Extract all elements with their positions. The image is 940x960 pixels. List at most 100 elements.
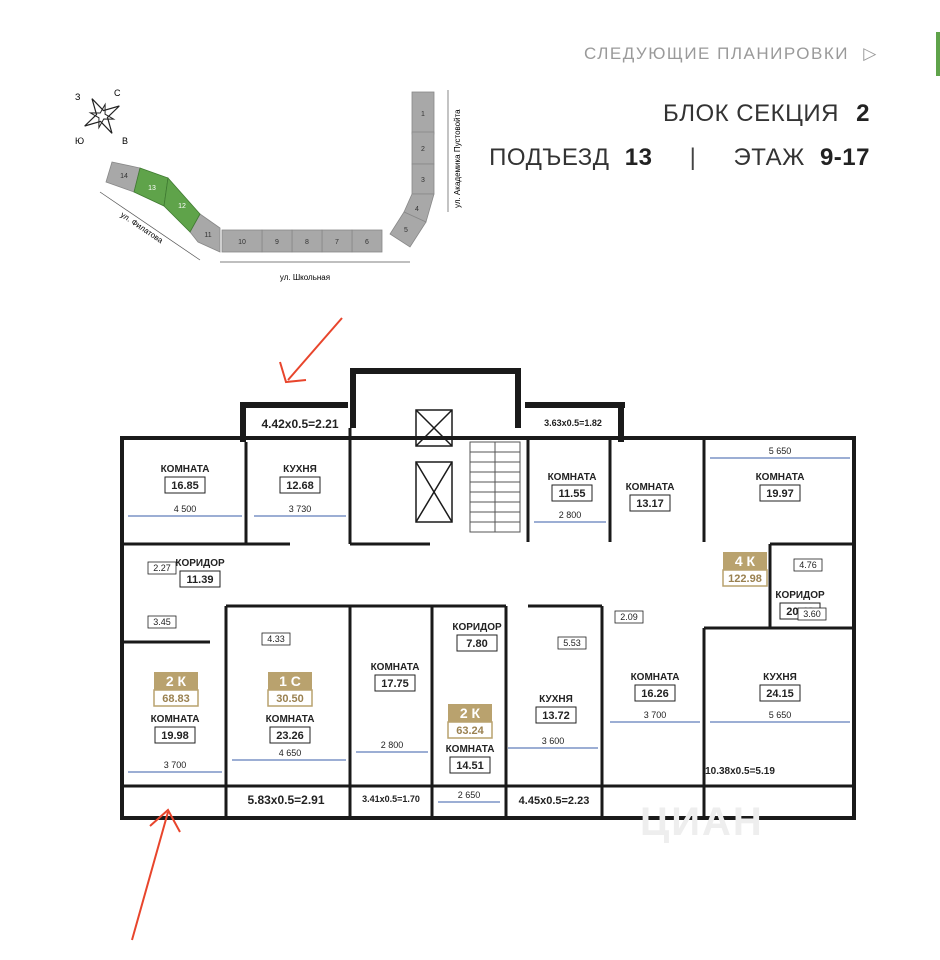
small-area-4: 4.76 [799, 560, 817, 570]
room-area-box [449, 756, 491, 774]
compass-e: В [122, 136, 128, 146]
apartment-area: 30.50 [276, 693, 304, 705]
section-label-14: 14 [120, 173, 128, 180]
floor-plan: 4 500 3 730 2 800 5 650 3 700 4 650 2 80… [120, 368, 856, 820]
room-area: 17.75 [381, 678, 409, 690]
floor-value: 9-17 [819, 144, 870, 171]
balcony-6: 10.38x0.5=5.19 [705, 766, 775, 777]
section-label-3: 3 [421, 177, 425, 184]
room-name: КОМНАТА [371, 662, 420, 673]
section-label-10: 10 [238, 239, 246, 246]
entrance-floor-heading: ПОДЪЕЗД 13 | ЭТАЖ 9-17 [489, 144, 870, 172]
room-name: КОМНАТА [756, 472, 805, 483]
room-name: КОМНАТА [266, 714, 315, 725]
section-label-6: 6 [365, 239, 369, 246]
room-name: КОРИДОР [775, 590, 825, 601]
room-area: 7.80 [466, 638, 487, 650]
section-label-8: 8 [305, 239, 309, 246]
room-area-box [634, 684, 676, 702]
section-label-4: 4 [415, 206, 419, 213]
elevator-shaft-icon [415, 409, 453, 523]
room-area: 16.85 [171, 480, 199, 492]
section-label-12: 12 [178, 203, 186, 210]
room-area: 19.98 [161, 730, 189, 742]
balcony-5: 4.45x0.5=2.23 [519, 795, 590, 807]
room-area-box [269, 726, 311, 744]
street-pustovoita: ул. Академика Пустовойта [453, 109, 462, 208]
entrance-label: ПОДЪЕЗД [489, 144, 610, 171]
apartment-type: 4 К [735, 553, 756, 569]
block-heading: БЛОК СЕКЦИЯ 2 [663, 100, 870, 128]
room-name: КОРИДОР [452, 622, 502, 633]
section-10[interactable] [221, 229, 263, 253]
room-area-box [456, 634, 498, 652]
site-map: С В Ю З 1 2 3 4 5 6 7 8 9 10 11 12 13 14 [75, 88, 462, 282]
staircase-icon [469, 441, 521, 533]
next-layouts-link[interactable]: СЛЕДУЮЩИЕ ПЛАНИРОВКИ ▷ [584, 44, 878, 64]
section-label-5: 5 [404, 227, 408, 234]
apartment-badge[interactable]: 2 К68.83 [153, 672, 199, 707]
small-area-1: 2.27 [153, 563, 171, 573]
room-name: КОМНАТА [151, 714, 200, 725]
dimension-1: 4 500 [174, 504, 197, 514]
room-area-box [759, 484, 801, 502]
room-name: КОРИДОР [175, 558, 225, 569]
dimension-11: 5 650 [769, 710, 792, 720]
watermark: ЦИАН [640, 800, 764, 844]
floor-label: ЭТАЖ [733, 144, 805, 171]
compass-icon: С В Ю З [75, 88, 128, 146]
small-area-5: 3.60 [803, 609, 821, 619]
section-label-9: 9 [275, 239, 279, 246]
entrance-value: 13 [624, 144, 653, 171]
annotation-arrow-top [279, 317, 343, 384]
balcony-4: 3.41x0.5=1.70 [362, 794, 420, 804]
section-label-11: 11 [204, 232, 211, 239]
dimension-3: 2 800 [559, 510, 582, 520]
balcony-2: 3.63x0.5=1.82 [544, 418, 602, 428]
room-name: КОМНАТА [548, 472, 597, 483]
accent-bar [936, 32, 940, 76]
block-value: 2 [856, 100, 870, 127]
apartment-badge[interactable]: 2 К 63.24 [447, 704, 493, 739]
small-area-7: 5.53 [563, 638, 581, 648]
room-area-box [535, 706, 577, 724]
section-label-13: 13 [148, 185, 156, 192]
room-name: КОМНАТА [631, 672, 680, 683]
apartment-type: 2 К [460, 705, 481, 721]
room-area-box [179, 570, 221, 588]
compass-s: Ю [75, 136, 84, 146]
apartment-area: 68.83 [162, 693, 190, 705]
room-name: КОМНАТА [161, 464, 210, 475]
dimension-8: 2 650 [458, 790, 481, 800]
dimension-9: 3 600 [542, 736, 565, 746]
room-area: 16.26 [641, 688, 669, 700]
room-area-box [374, 674, 416, 692]
section-5[interactable] [389, 211, 427, 248]
balcony-3: 5.83x0.5=2.91 [247, 793, 324, 807]
apartment-type: 1 С [279, 673, 301, 689]
room-name: КОМНАТА [626, 482, 675, 493]
annotation-arrow-bottom [131, 808, 181, 941]
dimension-10: 3 700 [644, 710, 667, 720]
room-area-box [154, 726, 196, 744]
section-12[interactable] [163, 177, 201, 233]
apartment-area: 63.24 [456, 725, 484, 737]
room-area: 12.68 [286, 480, 314, 492]
small-area-6: 2.09 [620, 612, 638, 622]
room-area-box [164, 476, 206, 494]
room-area: 23.26 [276, 730, 304, 742]
apartment-badge[interactable]: 1 С 30.50 [267, 672, 313, 707]
section-label-7: 7 [335, 239, 339, 246]
block-label: БЛОК СЕКЦИЯ [662, 100, 839, 127]
room-area: 14.51 [456, 760, 484, 772]
room-area: 11.39 [187, 574, 214, 586]
section-label-1: 1 [421, 111, 425, 118]
dimension-4: 5 650 [769, 446, 792, 456]
dimension-7: 2 800 [381, 740, 404, 750]
small-area-3: 4.33 [267, 634, 285, 644]
room-area-box [279, 476, 321, 494]
street-shkolnaya: ул. Школьная [280, 273, 330, 282]
dimension-5: 3 700 [164, 760, 187, 770]
room-area: 13.17 [636, 498, 664, 510]
